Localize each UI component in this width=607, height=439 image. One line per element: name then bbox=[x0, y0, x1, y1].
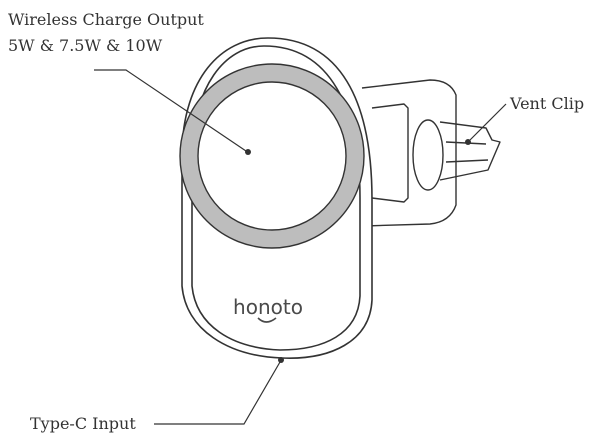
vent-clip-label: Vent Clip bbox=[510, 94, 585, 113]
leader-dot-vent bbox=[465, 139, 471, 145]
clip-knob bbox=[412, 119, 444, 191]
mount-plate bbox=[371, 103, 409, 203]
vent-clip bbox=[361, 79, 501, 227]
leader-lines bbox=[94, 69, 507, 425]
type-c-input-label: Type-C Input bbox=[30, 414, 136, 433]
clip-fingers bbox=[439, 121, 501, 181]
clip-finger-inner bbox=[445, 141, 489, 163]
brand-logo: honoto bbox=[233, 295, 303, 319]
leader-dot-typec bbox=[278, 357, 284, 363]
wireless-output-label: Wireless Charge Output bbox=[8, 10, 204, 29]
wireless-output-power-label: 5W & 7.5W & 10W bbox=[8, 36, 163, 55]
mount-body bbox=[361, 79, 457, 227]
leader-typec bbox=[154, 361, 281, 425]
brand-smile bbox=[257, 317, 277, 323]
leader-vent bbox=[469, 103, 507, 141]
leader-wireless bbox=[94, 69, 247, 152]
leader-dot-wireless bbox=[245, 149, 251, 155]
charge-pad bbox=[197, 81, 347, 231]
